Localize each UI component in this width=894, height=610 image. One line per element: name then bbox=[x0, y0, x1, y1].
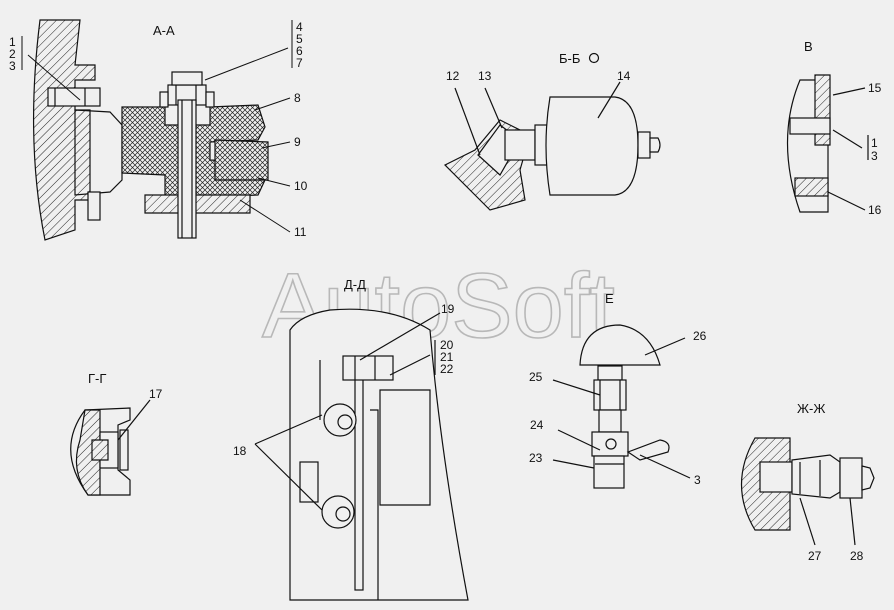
label-gg-17: 17 bbox=[149, 387, 163, 401]
label-dd-19: 19 bbox=[441, 302, 455, 316]
label-aa-6: 6 bbox=[296, 44, 303, 58]
view-zz bbox=[741, 437, 875, 546]
label-aa-9: 9 bbox=[294, 135, 301, 149]
label-bb-13: 13 bbox=[478, 69, 492, 83]
label-bb-14: 14 bbox=[617, 69, 631, 83]
view-gg bbox=[70, 399, 151, 496]
label-aa-3: 3 bbox=[9, 59, 16, 73]
view-bb bbox=[443, 52, 661, 211]
view-zz-title: Ж-Ж bbox=[797, 401, 825, 416]
label-zz-27: 27 bbox=[808, 549, 822, 563]
label-aa-8: 8 bbox=[294, 91, 301, 105]
label-aa-10: 10 bbox=[294, 179, 308, 193]
view-e-title: Е bbox=[605, 291, 614, 306]
label-v-16: 16 bbox=[868, 203, 882, 217]
label-e-23: 23 bbox=[529, 451, 543, 465]
view-bb-title: Б-Б bbox=[559, 51, 580, 66]
label-dd-22: 22 bbox=[440, 362, 454, 376]
label-aa-2: 2 bbox=[9, 47, 16, 61]
label-dd-18: 18 bbox=[233, 444, 247, 458]
label-zz-28: 28 bbox=[850, 549, 864, 563]
view-aa-leaders bbox=[21, 20, 293, 233]
label-aa-1: 1 bbox=[9, 35, 16, 49]
view-aa bbox=[33, 19, 269, 241]
view-dd-title: Д-Д bbox=[344, 277, 366, 292]
label-v-15: 15 bbox=[868, 81, 882, 95]
label-aa-11: 11 bbox=[294, 225, 307, 239]
label-dd-21: 21 bbox=[440, 350, 454, 364]
view-dd bbox=[254, 308, 469, 601]
label-v-1: 1 bbox=[871, 136, 878, 150]
view-gg-title: Г-Г bbox=[88, 371, 106, 386]
view-v-title: В bbox=[804, 39, 813, 54]
label-aa-7: 7 bbox=[296, 56, 303, 70]
label-e-3: 3 bbox=[694, 473, 701, 487]
label-v-3: 3 bbox=[871, 149, 878, 163]
view-v bbox=[786, 74, 869, 213]
view-aa-title: А-А bbox=[153, 23, 175, 38]
label-e-24: 24 bbox=[530, 418, 544, 432]
label-e-26: 26 bbox=[693, 329, 707, 343]
label-e-25: 25 bbox=[529, 370, 543, 384]
label-aa-4: 4 bbox=[296, 20, 303, 34]
view-e bbox=[552, 324, 691, 489]
label-bb-12: 12 bbox=[446, 69, 460, 83]
label-aa-5: 5 bbox=[296, 32, 303, 46]
label-dd-20: 20 bbox=[440, 338, 454, 352]
